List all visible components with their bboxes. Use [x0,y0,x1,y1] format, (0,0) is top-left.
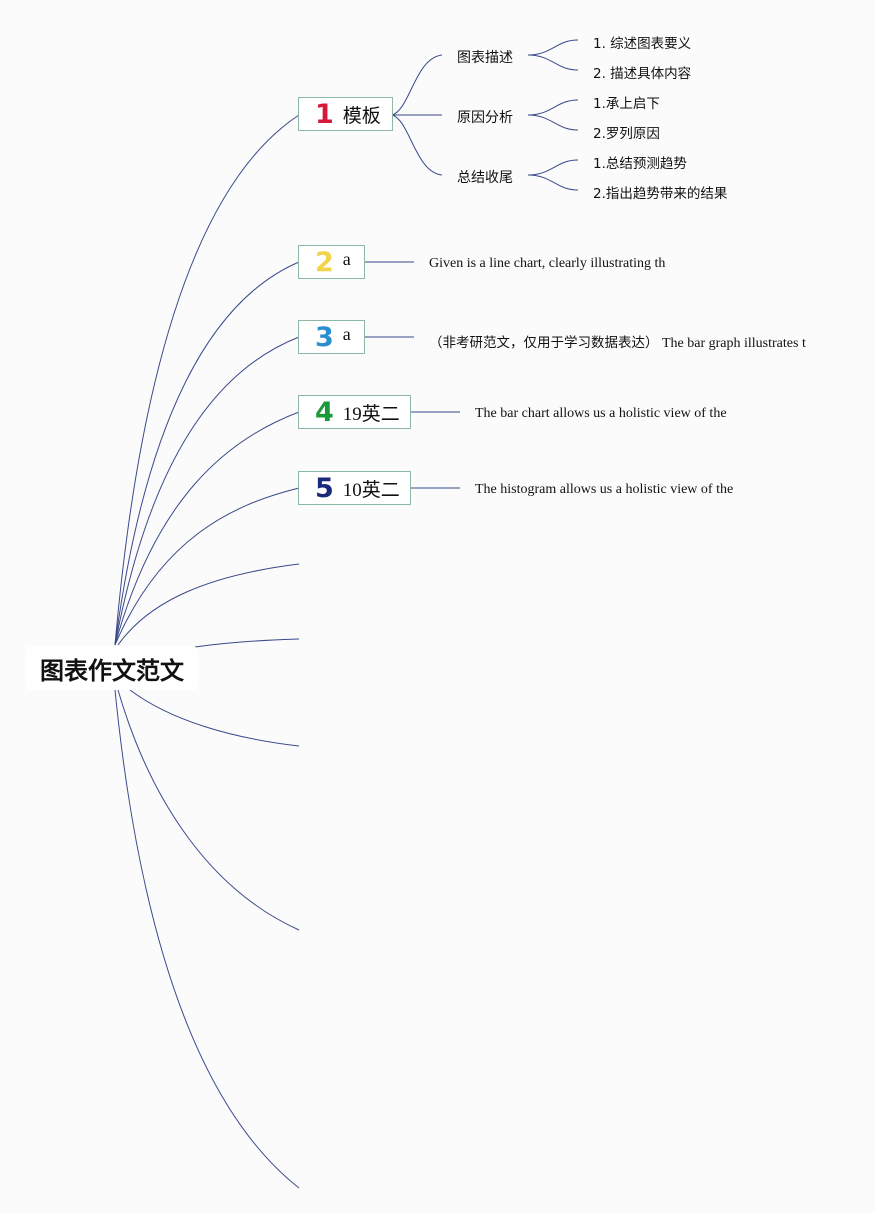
link-s3-l2 [527,174,579,191]
link-root-5 [114,487,300,646]
branch-4[interactable]: 4 19英二 [298,395,411,429]
link-root-9 [117,689,300,931]
leaf-item[interactable]: 2.指出趋势带来的结果 [593,186,728,202]
branch-label: 10英二 [342,479,400,501]
link-s1-l2 [527,54,579,71]
link-1-sub3 [391,114,443,176]
branch-4-text[interactable]: The bar chart allows us a holistic view … [475,406,727,421]
link-root-6 [117,563,300,646]
branch-label: 19英二 [342,403,400,425]
link-root-8 [129,689,300,747]
link-root-2 [114,261,300,646]
leaf-item[interactable]: 2. 描述具体内容 [593,66,692,82]
link-root-3 [114,336,300,646]
link-1-sub1 [391,54,443,116]
link-root-4 [114,411,300,646]
branch-3[interactable]: 3 a [298,320,365,354]
branch-number: 5 [315,472,334,504]
branch-1-template[interactable]: 1 模板 [298,97,393,131]
link-s2-l1 [527,99,579,116]
link-root-7 [194,638,300,648]
branch-number: 4 [315,396,334,428]
root-title: 图表作文范文 [40,656,184,685]
link-s3-l1 [527,159,579,176]
branch-2[interactable]: 2 a [298,245,365,279]
root-topic[interactable]: 图表作文范文 [26,646,198,690]
branch-5[interactable]: 5 10英二 [298,471,411,505]
branch-5-text[interactable]: The histogram allows us a holistic view … [475,482,734,497]
branch-number: 2 [315,246,334,278]
link-root-10 [114,689,300,1189]
branch-label: a [342,248,351,269]
leaf-item[interactable]: 1. 综述图表要义 [593,36,692,52]
leaf-item[interactable]: 1.总结预测趋势 [593,156,687,172]
sub-conclusion[interactable]: 总结收尾 [457,170,513,186]
branch-3-text[interactable]: （非考研范文，仅用于学习数据表达） The bar graph illustra… [429,331,806,352]
link-s1-l1 [527,39,579,56]
branch-2-text[interactable]: Given is a line chart, clearly illustrat… [429,256,666,271]
leaf-item[interactable]: 1.承上启下 [593,96,660,112]
branch-number: 3 [315,321,334,353]
branch-number: 1 [315,98,334,130]
branch-label: a [342,323,351,344]
branch-3-note: （非考研范文，仅用于学习数据表达） [429,335,659,351]
branch-3-english: The bar graph illustrates t [662,336,806,351]
leaf-item[interactable]: 2.罗列原因 [593,126,660,142]
link-s2-l2 [527,114,579,131]
sub-chart-description[interactable]: 图表描述 [457,50,513,66]
link-root-1 [114,114,300,646]
branch-label: 模板 [342,104,381,127]
sub-cause-analysis[interactable]: 原因分析 [457,110,513,126]
